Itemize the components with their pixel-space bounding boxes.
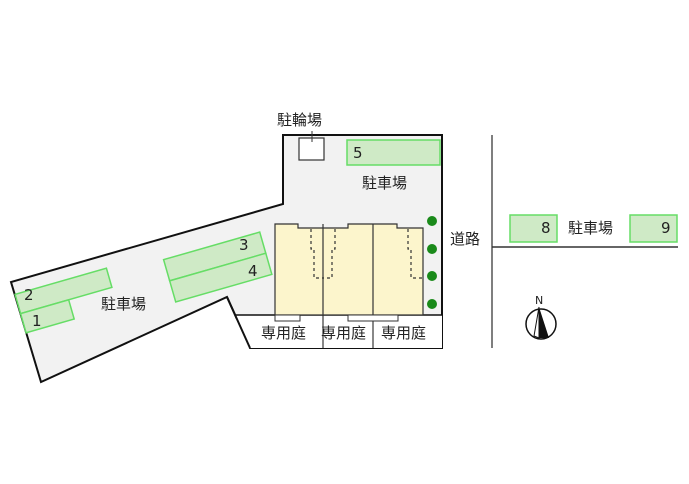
parking-number-8: 8 — [541, 219, 551, 237]
private-garden-label-1: 専用庭 — [261, 324, 307, 342]
parking-label-left: 駐車場 — [101, 295, 147, 313]
parking-number-5: 5 — [353, 144, 363, 162]
parking-space-9 — [629, 214, 678, 243]
parking-space-4 — [168, 252, 273, 303]
parking-label-right: 駐車場 — [568, 219, 614, 237]
parking-space-1 — [19, 298, 76, 334]
parking-number-9: 9 — [661, 219, 671, 237]
parking-space-5 — [346, 139, 441, 166]
parking-label-top: 駐車場 — [362, 174, 408, 192]
parking-number-3: 3 — [239, 236, 249, 254]
parking-number-2: 2 — [24, 286, 34, 304]
north-label: N — [535, 294, 544, 307]
parking-number-4: 4 — [248, 262, 258, 280]
parking-number-1: 1 — [32, 312, 42, 330]
tree-row — [427, 216, 437, 309]
bicycle-parking-label: 駐輪場 — [277, 111, 323, 129]
road-label: 道路 — [450, 230, 481, 248]
building — [274, 223, 424, 322]
compass-icon — [525, 306, 557, 340]
private-garden-area — [236, 315, 442, 348]
parking-space-8 — [509, 214, 558, 243]
private-garden-label-2: 専用庭 — [321, 324, 367, 342]
private-garden-label-3: 専用庭 — [381, 324, 427, 342]
